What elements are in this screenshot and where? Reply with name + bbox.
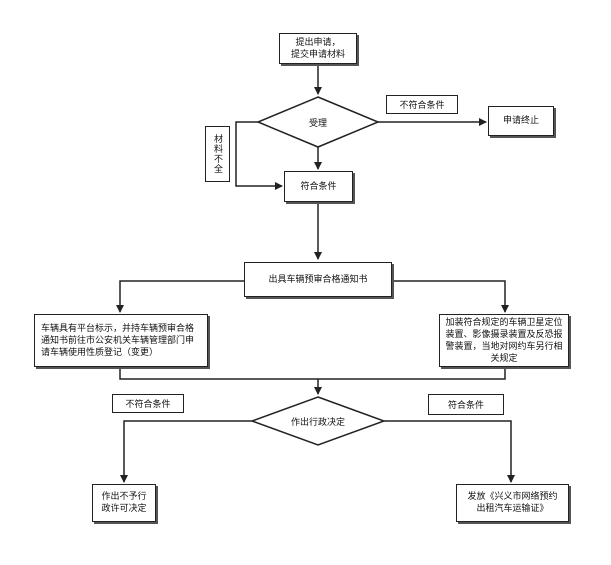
start-node-text: 提出申请， 提交申请材料	[290, 37, 345, 60]
qualified-node-text: 符合条件	[300, 181, 337, 192]
issue-node: 发放《兴义市网络预约出租汽车运输证》	[456, 484, 569, 522]
arrow-decision-to-issue	[384, 420, 515, 483]
arrow-materials-loop	[235, 121, 283, 190]
left-step-node: 车辆具有平台标示，并持车辆预审合格通知书前往市公安机关车辆管理部门申请车辆使用性…	[34, 314, 208, 367]
label-materials-incomplete: 材料不全	[205, 126, 230, 182]
arrow-decision-to-deny	[120, 420, 252, 483]
label-not-qualified-left: 不符合条件	[112, 394, 184, 413]
qualified-node: 符合条件	[284, 171, 353, 202]
right-step-node: 加装符合规定的车辆卫星定位装置、影像摄录装置及反恐报警装置，当地对网约车另行相关…	[439, 314, 569, 367]
deny-node: 作出不予行政许可决定	[92, 484, 156, 522]
notice-node: 出具车辆预审合格通知书	[244, 262, 392, 297]
arrow-notice-to-right	[392, 280, 509, 313]
label-qualified-right: 符合条件	[428, 394, 504, 415]
right-step-text: 加装符合规定的车辆卫星定位装置、影像摄录装置及反恐报警装置，当地对网约车另行相关…	[445, 317, 563, 364]
accept-diamond-text: 受理	[308, 119, 327, 129]
start-node: 提出申请， 提交申请材料	[279, 33, 357, 64]
terminate-node: 申请终止	[488, 106, 554, 136]
deny-node-text: 作出不予行政许可决定	[101, 492, 147, 514]
merge-left	[119, 367, 506, 380]
notice-node-text: 出具车辆预审合格通知书	[268, 274, 368, 285]
issue-node-text: 发放《兴义市网络预约出租汽车运输证》	[467, 492, 558, 514]
terminate-node-text: 申请终止	[502, 116, 539, 126]
arrow-notice-to-left	[116, 280, 244, 313]
decision-diamond	[249, 396, 387, 446]
decision-diamond-text: 作出行政决定	[290, 418, 345, 428]
label-not-qualified-top: 不符合条件	[386, 95, 458, 114]
left-step-text: 车辆具有平台标示，并持车辆预审合格通知书前往市公安机关车辆管理部门申请车辆使用性…	[41, 323, 195, 358]
